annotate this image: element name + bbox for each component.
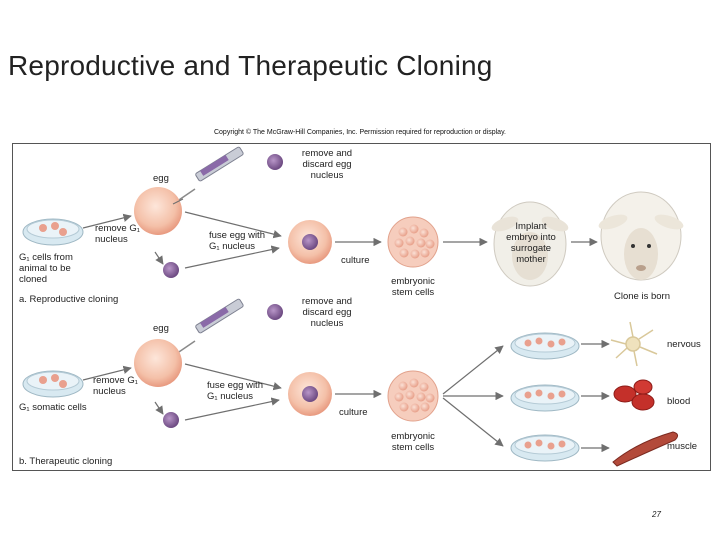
petri-dish-somatic-cells xyxy=(22,370,84,398)
muscle-label: muscle xyxy=(667,441,698,452)
discarded-nucleus-therapeutic xyxy=(267,304,283,320)
nerve-cell-icon xyxy=(610,321,658,367)
clone-sheep-icon xyxy=(598,191,684,281)
g1-nucleus-therapeutic xyxy=(163,412,179,428)
copyright-notice: Copyright © The McGraw-Hill Companies, I… xyxy=(213,129,506,136)
egg-label-b: egg xyxy=(153,323,169,334)
page-number: 27 xyxy=(652,510,661,519)
arrow xyxy=(184,397,280,421)
embryo-cluster-reproductive xyxy=(387,216,439,268)
cloning-illustration xyxy=(22,146,684,467)
nervous-label: nervous xyxy=(667,339,701,350)
fuse-label-b: fuse egg with G₁ nucleus xyxy=(207,380,263,402)
arrow xyxy=(82,365,132,381)
slide-title: Reproductive and Therapeutic Cloning xyxy=(8,50,493,81)
arrow xyxy=(184,211,282,239)
embryonic-label-b: embryonic stem cells xyxy=(391,431,435,453)
muscle-cell-icon xyxy=(612,431,679,467)
cloning-figure: egg remove and discard egg nucleus remov… xyxy=(12,143,711,471)
somatic-cells-label: G₁ somatic cells xyxy=(19,402,87,413)
culture-dish-blood xyxy=(510,384,580,412)
embryo-cluster-therapeutic xyxy=(387,370,439,422)
egg-cell-reproductive xyxy=(134,187,182,235)
culture-dish-muscle xyxy=(510,434,580,462)
clone-born-label: Clone is born xyxy=(614,291,670,302)
g1-nucleus-reproductive xyxy=(163,262,179,278)
syringe-icon-therapeutic xyxy=(172,298,244,357)
therapeutic-caption: b. Therapeutic cloning xyxy=(19,456,113,467)
culture-label-a: culture xyxy=(341,255,370,266)
remove-g1-label-a: remove G₁ nucleus xyxy=(95,223,140,245)
embryonic-label-a: embryonic stem cells xyxy=(391,276,435,298)
fused-egg-therapeutic xyxy=(288,372,332,416)
culture-label-b: culture xyxy=(339,407,368,418)
blood-cells-icon xyxy=(613,379,655,411)
egg-label-a: egg xyxy=(153,173,169,184)
arrow xyxy=(82,213,132,229)
arrow xyxy=(442,397,504,447)
egg-cell-therapeutic xyxy=(134,339,182,387)
arrow xyxy=(172,198,184,205)
surrogate-sheep-icon xyxy=(491,201,569,287)
arrow xyxy=(184,363,282,391)
implant-label: Implant embryo into surrogate mother xyxy=(506,221,556,265)
syringe-icon-reproductive xyxy=(172,146,244,205)
culture-dish-nervous xyxy=(510,332,580,360)
arrow xyxy=(154,401,164,415)
arrow xyxy=(154,251,164,265)
arrow xyxy=(442,345,504,395)
remove-discard-label-a: remove and discard egg nucleus xyxy=(301,148,353,181)
reproductive-caption: a. Reproductive cloning xyxy=(19,294,119,305)
discarded-nucleus-reproductive xyxy=(267,154,283,170)
g1-cells-label: G₁ cells from animal to be cloned xyxy=(19,252,73,285)
arrow xyxy=(184,245,280,269)
remove-discard-label-b: remove and discard egg nucleus xyxy=(301,296,353,329)
fused-egg-reproductive xyxy=(288,220,332,264)
remove-g1-label-b: remove G₁ nucleus xyxy=(93,375,138,397)
blood-label: blood xyxy=(667,396,691,407)
fuse-label-a: fuse egg with G₁ nucleus xyxy=(209,230,265,252)
petri-dish-g1-cells xyxy=(22,218,84,246)
